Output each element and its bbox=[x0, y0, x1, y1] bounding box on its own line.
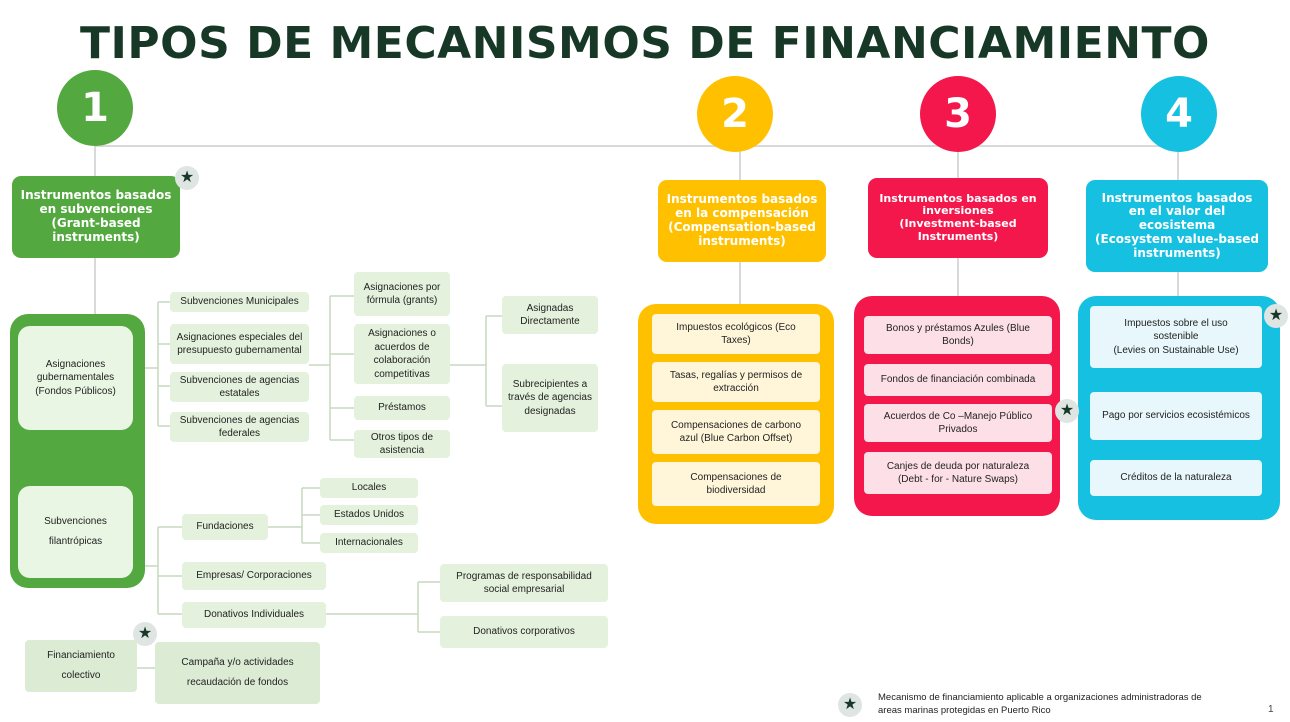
biodiversity-offset-item: Compensaciones de biodiversidad bbox=[652, 462, 820, 506]
fundraising-line: recaudación de fondos bbox=[186, 677, 289, 688]
formula-grants-item: Asignaciones por fórmula (grants) bbox=[354, 272, 450, 316]
nature-credits-line: Créditos de la naturaleza bbox=[1120, 472, 1232, 484]
debt-nature-swaps-line: Canjes de deuda por naturaleza bbox=[886, 460, 1030, 472]
legend-star-icon: ★ bbox=[838, 693, 862, 717]
local-item: Locales bbox=[320, 478, 418, 498]
group-3-header: Instrumentos basados en inversiones (Inv… bbox=[868, 178, 1048, 258]
blended-finance-item: Fondos de financiación combinada bbox=[864, 364, 1052, 396]
co-management-line: Privados bbox=[938, 424, 978, 435]
eco-taxes-line: Taxes) bbox=[721, 335, 751, 346]
other-assistance-item: Otros tipos de asistencia bbox=[354, 430, 450, 458]
municipal-grants-item: Subvenciones Municipales bbox=[170, 292, 309, 312]
star-icon: ★ bbox=[133, 622, 157, 646]
group-2-header-line: Instrumentos basados bbox=[666, 192, 818, 207]
gov-funds-card: Asignaciones gubernamentales (Fondos Púb… bbox=[18, 326, 133, 430]
page-title: TIPOS DE MECANISMOS DE FINANCIAMIENTO bbox=[80, 18, 1210, 69]
group-1-header-line: (Grant-based bbox=[51, 216, 141, 230]
group-3-header-line: Instrumentos basados en bbox=[879, 191, 1037, 205]
group-4-header-line: en el valor del bbox=[1128, 204, 1226, 219]
philanthropic-card: Subvenciones filantrópicas bbox=[18, 486, 133, 578]
blue-carbon-line: azul (Blue Carbon Offset) bbox=[679, 433, 793, 444]
loans-item: Préstamos bbox=[354, 396, 450, 420]
gov-funds-line: gubernamentales bbox=[36, 372, 115, 384]
competitive-agreements-item: Asignaciones o acuerdos de colaboración … bbox=[354, 324, 450, 384]
gov-funds-line: Asignaciones bbox=[45, 358, 106, 370]
levies-line: (Levies on Sustainable Use) bbox=[1113, 344, 1239, 356]
group-4-header-line: instruments) bbox=[1133, 245, 1221, 260]
biodiversity-offset-line: Compensaciones de bbox=[690, 471, 782, 483]
biodiversity-offset-line: biodiversidad bbox=[706, 485, 766, 496]
group-2-header: Instrumentos basados en la compensación … bbox=[658, 180, 826, 262]
state-agency-grants-item: Subvenciones de agencias estatales bbox=[170, 372, 309, 402]
fundraising-campaign-item: Campaña y/o actividades recaudación de f… bbox=[155, 642, 320, 704]
foundations-item: Fundaciones bbox=[182, 514, 268, 540]
star-icon: ★ bbox=[175, 166, 199, 190]
blue-bonds-line: Bonos y préstamos Azules (Blue bbox=[886, 322, 1030, 334]
group-3-number-circle: 3 bbox=[920, 76, 996, 152]
crowdfunding-line: Financiamiento bbox=[47, 650, 115, 661]
crowdfunding-line: colectivo bbox=[61, 670, 101, 681]
legend-line: areas marinas protegidas en Puerto Rico bbox=[878, 704, 1051, 716]
group-4-header-line: Instrumentos basados bbox=[1101, 190, 1253, 205]
federal-agency-grants-item: Subvenciones de agencias federales bbox=[170, 412, 309, 442]
star-icon: ★ bbox=[1055, 399, 1079, 423]
special-budget-item: Asignaciones especiales del presupuesto … bbox=[170, 324, 309, 364]
debt-nature-swaps-item: Canjes de deuda por naturaleza (Debt - fo… bbox=[864, 452, 1052, 494]
group-1-number-circle: 1 bbox=[57, 70, 133, 146]
group-3-header-line: inversiones bbox=[922, 204, 994, 218]
group-4-header: Instrumentos basados en el valor del eco… bbox=[1086, 180, 1268, 272]
levies-line: Impuestos sobre el uso bbox=[1124, 317, 1228, 329]
extraction-fees-line: extracción bbox=[713, 383, 759, 394]
group-3-header-line: Instruments) bbox=[917, 229, 999, 243]
group-2-number-circle: 2 bbox=[697, 76, 773, 152]
ecosystem-services-item: Pago por servicios ecosistémicos bbox=[1090, 392, 1262, 440]
nature-credits-item: Créditos de la naturaleza bbox=[1090, 460, 1262, 496]
fundraising-line: Campaña y/o actividades bbox=[181, 657, 294, 668]
extraction-fees-item: Tasas, regalías y permisos de extracción bbox=[652, 362, 820, 402]
group-1-header-line: instruments) bbox=[52, 229, 140, 244]
corporate-donations-item: Donativos corporativos bbox=[440, 616, 608, 648]
ecosystem-services-line: Pago por servicios ecosistémicos bbox=[1102, 410, 1250, 422]
csr-programs-item: Programas de responsabilidad social empr… bbox=[440, 564, 608, 602]
philanthropic-line: filantrópicas bbox=[48, 536, 103, 547]
crowdfunding-item: Financiamiento colectivo bbox=[25, 640, 137, 692]
individual-donations-item: Donativos Individuales bbox=[182, 602, 326, 628]
extraction-fees-line: Tasas, regalías y permisos de bbox=[669, 369, 803, 381]
group-1-header-line: Instrumentos basados bbox=[20, 188, 172, 203]
page-number: 1 bbox=[1268, 704, 1274, 715]
group-2-header-line: (Compensation-based bbox=[668, 220, 816, 234]
debt-nature-swaps-line: (Debt - for - Nature Swaps) bbox=[897, 474, 1019, 485]
blended-finance-line: Fondos de financiación combinada bbox=[880, 374, 1036, 386]
group-1-header-line: en subvenciones bbox=[39, 202, 153, 217]
philanthropic-line: Subvenciones bbox=[44, 516, 107, 527]
united-states-item: Estados Unidos bbox=[320, 505, 418, 525]
co-management-line: Acuerdos de Co –Manejo Público bbox=[883, 410, 1033, 422]
blue-carbon-line: Compensaciones de carbono bbox=[670, 419, 802, 431]
group-2-header-line: instruments) bbox=[698, 233, 786, 248]
international-item: Internacionales bbox=[320, 533, 418, 553]
eco-taxes-line: Impuestos ecológicos (Eco bbox=[676, 321, 796, 333]
group-3-header-line: (Investment-based bbox=[899, 217, 1017, 230]
levies-line: sostenible bbox=[1153, 331, 1199, 343]
group-4-number-circle: 4 bbox=[1141, 76, 1217, 152]
levies-item: Impuestos sobre el uso sostenible (Levie… bbox=[1090, 306, 1262, 368]
companies-item: Empresas/ Corporaciones bbox=[182, 562, 326, 590]
directly-assigned-item: Asignadas Directamente bbox=[502, 296, 598, 334]
blue-bonds-line: Bonds) bbox=[942, 336, 974, 347]
subrecipients-item: Subrecipientes a través de agencias desi… bbox=[502, 364, 598, 432]
group-1-header: Instrumentos basados en subvenciones (Gr… bbox=[12, 176, 180, 258]
blue-carbon-item: Compensaciones de carbono azul (Blue Carb… bbox=[652, 410, 820, 454]
legend-text: Mecanismo de financiamiento aplicable a … bbox=[878, 692, 1278, 718]
group-4-header-line: ecosistema bbox=[1138, 218, 1216, 233]
gov-funds-line: (Fondos Públicos) bbox=[35, 385, 116, 397]
star-icon: ★ bbox=[1264, 304, 1288, 328]
group-4-header-line: (Ecosystem value-based bbox=[1095, 231, 1259, 246]
group-2-header-line: en la compensación bbox=[675, 206, 809, 221]
legend-line: Mecanismo de financiamiento aplicable a … bbox=[878, 692, 1202, 703]
